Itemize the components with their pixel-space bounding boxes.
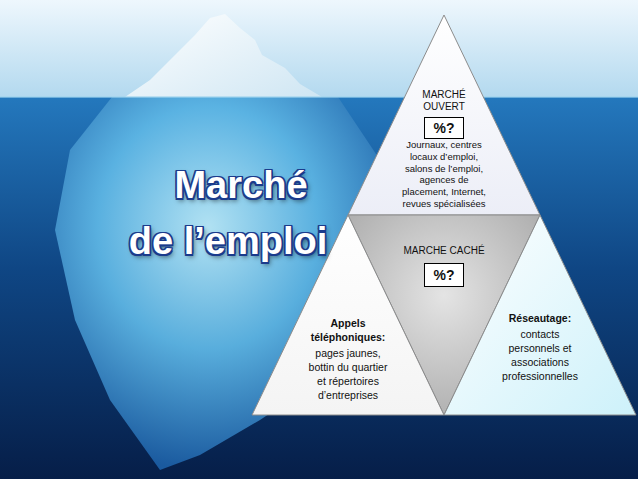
text-slot: MARCHE CACHÉ	[384, 245, 504, 257]
title-slot: Marché de l’emploi	[125, 157, 331, 269]
triangle-heading: Appels téléphoniques:	[305, 316, 391, 344]
title: Marché de l’emploi	[125, 157, 331, 269]
text-slot: Appels téléphoniques:	[305, 316, 391, 344]
text-slot: Réseautage:	[500, 311, 580, 325]
triangle-heading: Réseautage:	[500, 311, 580, 325]
percent-label: %?	[434, 267, 455, 283]
text-slot: Journaux, centres locaux d’emploi, salon…	[399, 139, 489, 210]
triangle-body: contacts personnels et associations prof…	[500, 327, 580, 383]
percent-label: %?	[434, 120, 455, 136]
triangle-body: Journaux, centres locaux d’emploi, salon…	[399, 139, 489, 210]
text-slot: contacts personnels et associations prof…	[500, 327, 580, 383]
percent-box: %?	[424, 263, 464, 287]
triangle-outline	[252, 215, 444, 415]
triangle-outline	[444, 215, 636, 415]
triangle-heading: MARCHÉ OUVERT	[409, 89, 479, 113]
triangle-heading: MARCHE CACHÉ	[384, 245, 504, 257]
text-slot: MARCHÉ OUVERT	[409, 89, 479, 113]
percent-box: %?	[424, 117, 464, 139]
triangle-panel: MARCHÉ OUVERT Journaux, centres locaux d’…	[348, 15, 540, 215]
text-slot: pages jaunes, bottin du quartier et répe…	[305, 346, 391, 402]
triangle-outline	[348, 15, 540, 215]
triangle-body: pages jaunes, bottin du quartier et répe…	[305, 346, 391, 402]
